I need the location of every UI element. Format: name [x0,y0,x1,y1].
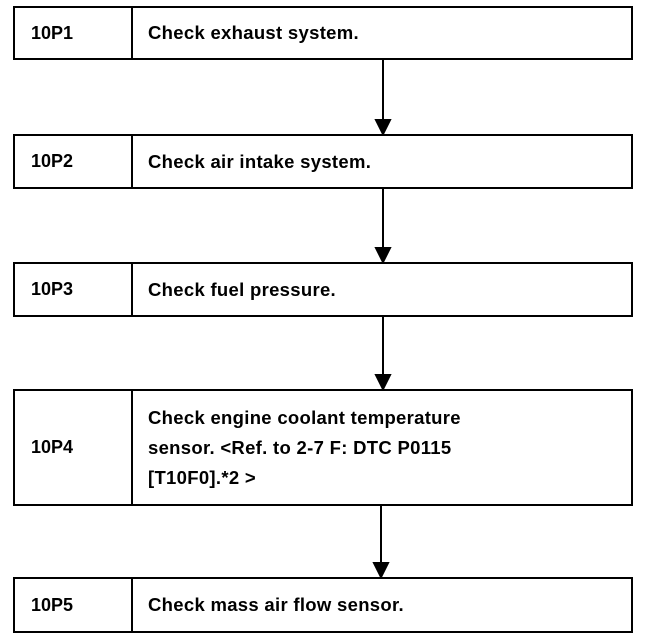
step-box-10p2: 10P2 Check air intake system. [13,134,633,189]
step-code: 10P1 [15,8,133,58]
step-text: Check exhaust system. [148,22,359,43]
step-text: Check engine coolant temperature sensor.… [133,391,631,504]
step-code: 10P2 [15,136,133,187]
arrow-head-2-3 [374,247,392,265]
step-code: 10P3 [15,264,133,315]
step-code: 10P5 [15,579,133,631]
step-box-10p5: 10P5 Check mass air flow sensor. [13,577,633,633]
step-code: 10P4 [15,391,133,504]
step-text: Check air intake system. [148,150,372,172]
step-text-line-reference[interactable]: sensor. <Ref. to 2-7 F: DTC P0115 [148,436,452,458]
step-box-10p1: 10P1 Check exhaust system. [13,6,633,60]
step-text: Check mass air flow sensor. [148,594,404,615]
arrow-head-3-4 [374,374,392,392]
arrow-head-1-2 [374,119,392,137]
step-box-10p4: 10P4 Check engine coolant temperature se… [13,389,633,506]
step-text-line: Check engine coolant temperature [148,406,461,428]
step-text: Check fuel pressure. [148,278,336,300]
step-box-10p3: 10P3 Check fuel pressure. [13,262,633,317]
arrow-head-4-5 [372,562,390,580]
step-text-line-reference[interactable]: [T10F0].*2 > [148,466,256,488]
